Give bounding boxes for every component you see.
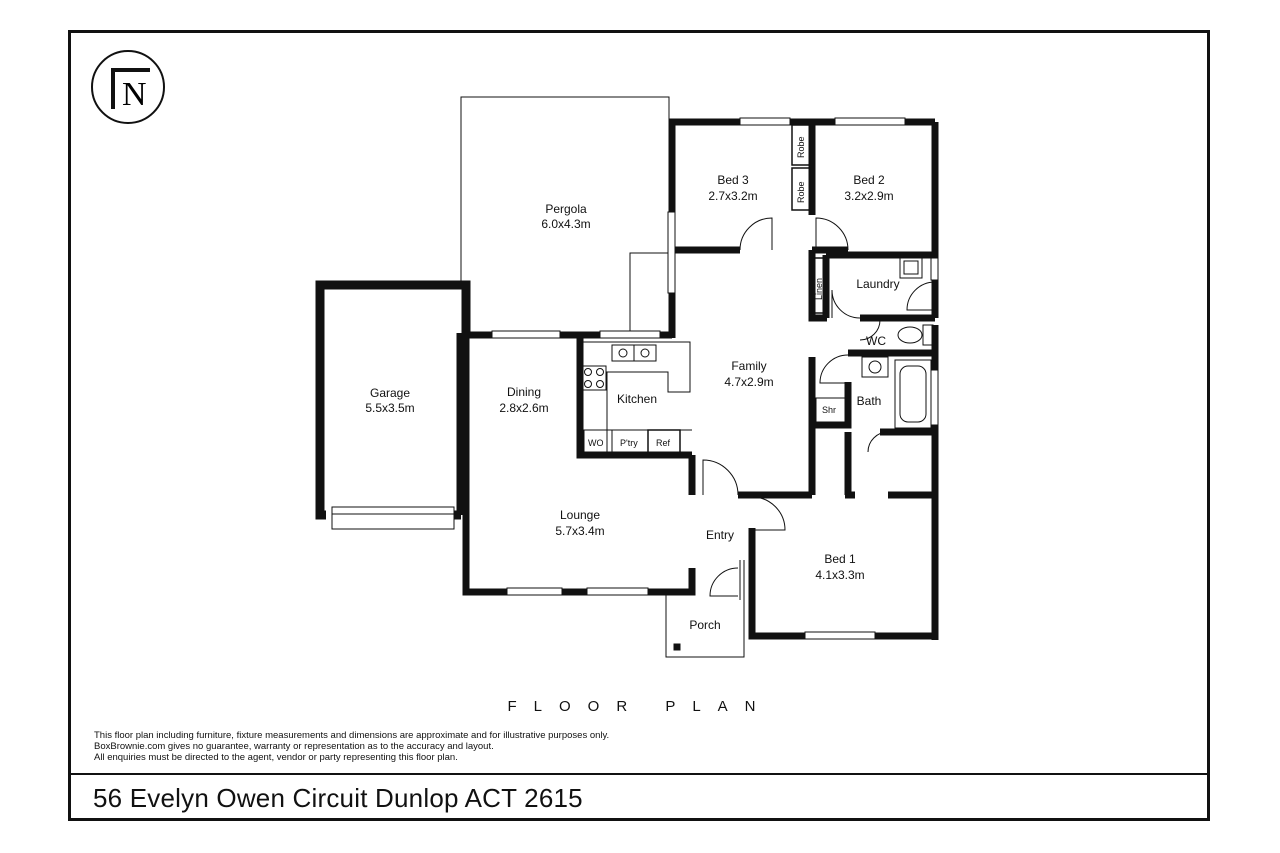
kitchen-fixtures (580, 341, 692, 455)
lounge-name: Lounge (560, 508, 600, 522)
north-compass-icon: N (91, 50, 165, 124)
family-size: 4.7x2.9m (724, 375, 773, 389)
bed3-name: Bed 3 (717, 173, 749, 187)
fixture-labels: Robe Robe Linen WO P'try Ref Shr (588, 136, 836, 448)
room-labels: Pergola 6.0x4.3m Bed 3 2.7x3.2m Bed 2 3.… (365, 173, 899, 632)
garage-name: Garage (370, 386, 410, 400)
property-address: 56 Evelyn Owen Circuit Dunlop ACT 2615 (93, 783, 583, 813)
family-name: Family (731, 359, 766, 373)
disclaimer-line-1: This floor plan including furniture, fix… (94, 730, 610, 741)
bath-name: Bath (857, 394, 882, 408)
door-swings (702, 217, 936, 600)
pergola-size: 6.0x4.3m (541, 217, 590, 231)
porch-outline (665, 595, 745, 658)
pergola-outline (460, 96, 670, 333)
wo-label: WO (588, 438, 604, 448)
robe-label-upper: Robe (796, 136, 806, 158)
garage-walls (315, 280, 471, 530)
wc-name: WC (866, 334, 886, 348)
dining-size: 2.8x2.6m (499, 401, 548, 415)
windows (491, 117, 939, 640)
kitchen-name: Kitchen (617, 392, 657, 406)
dining-name: Dining (507, 385, 541, 399)
lounge-size: 5.7x3.4m (555, 524, 604, 538)
robe-label-lower: Robe (796, 181, 806, 203)
plan-frame (68, 30, 1210, 821)
bed1-name: Bed 1 (824, 552, 856, 566)
laundry-name: Laundry (856, 277, 899, 291)
garage-size: 5.5x3.5m (365, 401, 414, 415)
storage-fixtures (791, 124, 827, 314)
pergola-name: Pergola (545, 202, 587, 216)
disclaimer-line-2: BoxBrownie.com gives no guarantee, warra… (94, 741, 494, 752)
footer-divider (68, 773, 1210, 775)
ref-label: Ref (656, 438, 671, 448)
house-walls (462, 118, 939, 640)
shower-label: Shr (822, 405, 836, 415)
disclaimer: This floor plan including furniture, fix… (94, 730, 609, 763)
linen-label: Linen (814, 278, 824, 300)
bed1-size: 4.1x3.3m (815, 568, 864, 582)
north-label: N (122, 76, 147, 113)
disclaimer-line-3: All enquiries must be directed to the ag… (94, 752, 458, 763)
porch-name: Porch (689, 618, 720, 632)
pantry-label: P'try (620, 438, 638, 448)
bed2-size: 3.2x2.9m (844, 189, 893, 203)
plan-title: FLOOR PLAN (507, 698, 773, 715)
bed3-size: 2.7x3.2m (708, 189, 757, 203)
bed2-name: Bed 2 (853, 173, 885, 187)
wet-area-fixtures (815, 257, 934, 429)
entry-name: Entry (706, 528, 734, 542)
